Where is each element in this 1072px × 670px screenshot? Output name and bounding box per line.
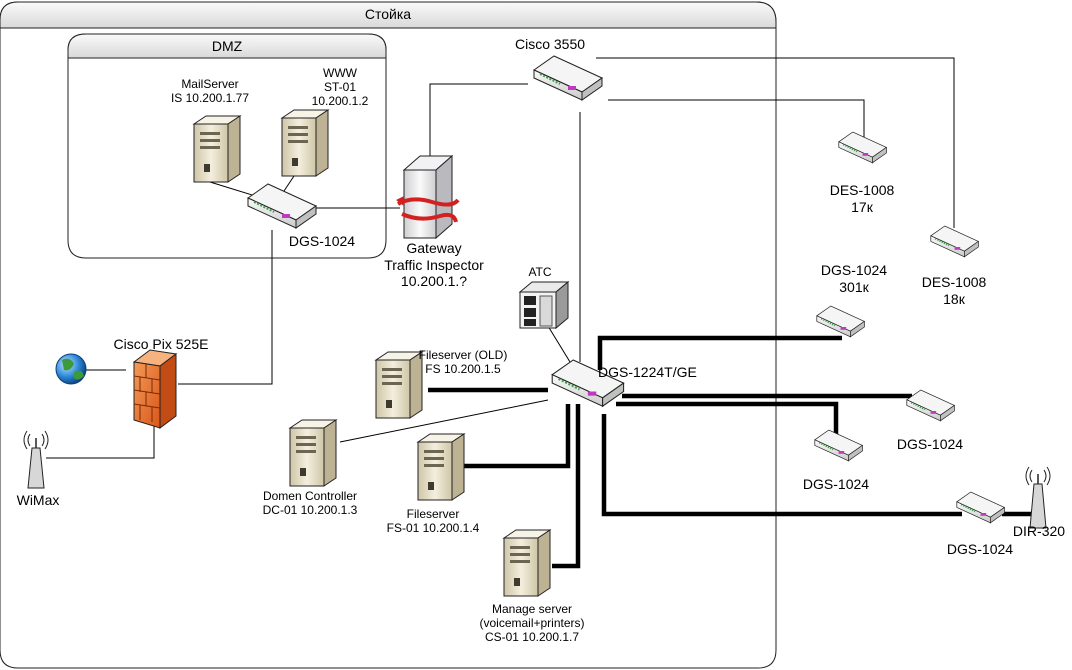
gateway-traffic-inspector-icon[interactable] (396, 154, 460, 240)
des-1008-18k-switch-icon[interactable] (930, 225, 980, 258)
dgs-1024-c-label: DGS-1024 (946, 541, 1014, 557)
rack-title: Стойка (364, 6, 412, 22)
manage-server-label: Manage server(voicemail+printers)CS-01 1… (479, 602, 585, 645)
dgs-1024-b-switch-icon[interactable] (814, 429, 864, 462)
cisco-pix-label: Cisco Pix 525E (113, 336, 209, 352)
domen-controller-icon[interactable] (289, 419, 337, 487)
fileserver-old-label: Fileserver (OLD)FS 10.200.1.5 (418, 348, 508, 377)
dgs-1024-a-switch-icon[interactable] (906, 389, 956, 422)
dgs-1024-dmz-label: DGS-1024 (288, 233, 356, 249)
wimax-label: WiMax (16, 492, 60, 508)
dgs-1024-c-switch-icon[interactable] (956, 491, 1006, 524)
www-server-icon[interactable] (281, 109, 329, 177)
atc-label: АТС (528, 265, 552, 279)
dir-320-antenna-icon[interactable] (1025, 466, 1051, 529)
dmz-title: DMZ (211, 38, 243, 54)
dgs-1024-b-label: DGS-1024 (802, 476, 870, 492)
wimax-antenna-icon[interactable] (23, 430, 49, 489)
dir-320-label: DIR-320 (1012, 523, 1066, 539)
fileserver-fs01-icon[interactable] (417, 433, 465, 501)
dgs-1024-301k-switch-icon[interactable] (816, 305, 866, 338)
brick-firewall-icon[interactable] (132, 349, 178, 429)
thick-links (428, 335, 1032, 569)
pbx-station-icon[interactable] (518, 280, 570, 330)
dgs-1224t-label: DGS-1224T/GE (598, 364, 697, 380)
mailserver-icon[interactable] (193, 115, 241, 183)
des-1008-17k-switch-icon[interactable] (838, 131, 888, 164)
manage-server-icon[interactable] (503, 529, 551, 597)
dgs-1024-a-label: DGS-1024 (896, 436, 964, 452)
internet-globe-icon[interactable] (55, 353, 87, 385)
cisco-3550-label: Cisco 3550 (514, 36, 586, 52)
